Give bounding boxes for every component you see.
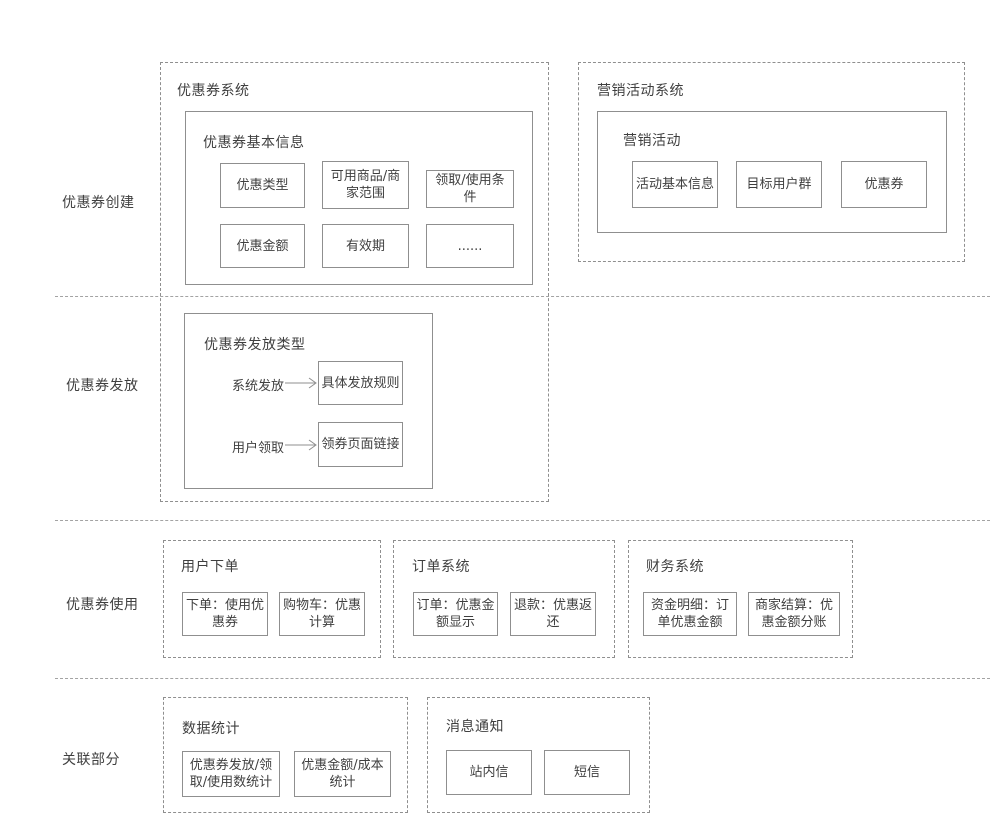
node-fund-detail-order-amount: 资金明细：订单优惠金额 <box>643 592 737 636</box>
node-ellipsis: ...... <box>426 224 514 268</box>
group-finance-system-title: 财务系统 <box>646 559 704 575</box>
group-order-system-title: 订单系统 <box>412 559 470 575</box>
group-coupon-system: 优惠券系统 <box>160 62 549 502</box>
lane-label-coupon-create: 优惠券创建 <box>62 195 135 211</box>
lane-divider-1 <box>55 296 990 297</box>
node-claim-use-conditions: 领取/使用条件 <box>426 170 514 208</box>
node-issue-claim-usage-stats: 优惠券发放/领取/使用数统计 <box>182 751 280 797</box>
group-data-statistics: 数据统计 <box>163 697 408 813</box>
lane-divider-2 <box>55 520 990 521</box>
group-order-system: 订单系统 <box>393 540 615 658</box>
group-finance-system: 财务系统 <box>628 540 853 658</box>
group-coupon-system-title: 优惠券系统 <box>177 83 250 99</box>
group-message-notification-title: 消息通知 <box>446 719 504 735</box>
node-order-amount-display: 订单：优惠金额显示 <box>413 592 498 636</box>
group-data-statistics-title: 数据统计 <box>182 721 240 737</box>
group-marketing-system: 营销活动系统 <box>578 62 965 262</box>
flow-source-system-issue: 系统发放 <box>232 379 285 394</box>
arrow-right-icon <box>285 439 318 451</box>
node-amount-cost-stats: 优惠金额/成本统计 <box>294 751 391 797</box>
node-site-message: 站内信 <box>446 750 532 795</box>
node-order-use-coupon: 下单：使用优惠券 <box>182 592 268 636</box>
node-campaign-basic-info: 活动基本信息 <box>632 161 718 208</box>
section-coupon-issue-type: 优惠券发放类型 <box>184 313 433 489</box>
node-issue-rules: 具体发放规则 <box>318 361 403 405</box>
lane-label-coupon-issue: 优惠券发放 <box>66 378 139 394</box>
node-claim-page-link: 领券页面链接 <box>318 422 403 467</box>
group-message-notification: 消息通知 <box>427 697 650 813</box>
node-target-user-group: 目标用户群 <box>736 161 822 208</box>
node-validity-period: 有效期 <box>322 224 409 268</box>
arrow-right-icon <box>285 377 318 389</box>
lane-label-coupon-use: 优惠券使用 <box>66 597 139 613</box>
group-user-order: 用户下单 <box>163 540 381 658</box>
section-marketing-campaign-title: 营销活动 <box>623 133 681 149</box>
node-product-merchant-scope: 可用商品/商家范围 <box>322 161 409 209</box>
node-cart-discount-calc: 购物车：优惠计算 <box>279 592 365 636</box>
node-sms: 短信 <box>544 750 630 795</box>
node-refund-discount-return: 退款：优惠返还 <box>510 592 596 636</box>
flow-source-user-claim: 用户领取 <box>232 441 285 456</box>
lane-label-related: 关联部分 <box>62 752 120 768</box>
section-coupon-issue-type-title: 优惠券发放类型 <box>204 337 306 353</box>
group-user-order-title: 用户下单 <box>181 559 239 575</box>
section-coupon-basic-info: 优惠券基本信息 <box>185 111 533 285</box>
section-marketing-campaign: 营销活动 <box>597 111 947 233</box>
node-discount-amount: 优惠金额 <box>220 224 305 268</box>
lane-divider-3 <box>55 678 990 679</box>
group-marketing-system-title: 营销活动系统 <box>597 83 684 99</box>
node-coupon-type: 优惠类型 <box>220 163 305 208</box>
section-coupon-basic-info-title: 优惠券基本信息 <box>203 135 305 151</box>
node-coupon: 优惠券 <box>841 161 927 208</box>
node-merchant-settlement-split: 商家结算：优惠金额分账 <box>748 592 840 636</box>
